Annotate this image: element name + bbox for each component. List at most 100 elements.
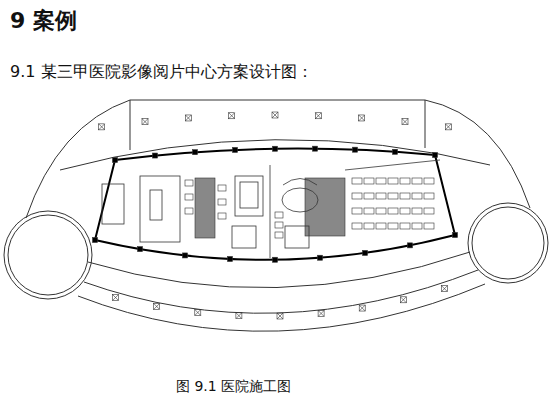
desk — [376, 193, 386, 199]
desk — [376, 208, 386, 214]
column — [93, 238, 98, 243]
subsection-heading: 9.1 某三甲医院影像阅片中心方案设计图： — [10, 62, 313, 83]
workstation — [185, 194, 193, 200]
light-fixture — [402, 119, 408, 125]
desk — [400, 178, 410, 184]
section-heading: 9 案例 — [10, 6, 77, 36]
column — [318, 255, 323, 260]
equipment-room — [305, 178, 345, 236]
desk — [388, 178, 398, 184]
column — [153, 153, 158, 158]
column — [408, 243, 413, 248]
workstation — [218, 199, 226, 205]
desk — [412, 208, 422, 214]
light-fixture — [400, 297, 406, 303]
right-round-wing — [468, 203, 548, 283]
desk — [376, 223, 386, 229]
workstation — [185, 208, 193, 214]
conference-chairs — [283, 179, 317, 186]
light-fixture — [236, 313, 242, 319]
light-fixture — [445, 124, 451, 130]
column — [433, 153, 438, 158]
desk — [400, 208, 410, 214]
desk — [388, 193, 398, 199]
core-building — [95, 149, 455, 260]
light-fixture — [441, 286, 447, 292]
right-round-wing-inner — [472, 207, 544, 279]
desk — [424, 208, 434, 214]
light-fixture — [272, 112, 278, 118]
column — [353, 147, 358, 152]
stair-room — [195, 178, 215, 238]
workstation — [275, 222, 283, 228]
desk — [388, 223, 398, 229]
workstation — [275, 232, 283, 238]
light-fixture — [277, 313, 283, 319]
top-wall-line — [425, 100, 426, 148]
desk — [352, 208, 362, 214]
light-fixture — [229, 113, 235, 119]
desk — [412, 193, 422, 199]
cabinet — [150, 190, 162, 220]
bottom-corridor-line — [84, 270, 478, 313]
column — [453, 233, 458, 238]
desk — [352, 223, 362, 229]
workstation — [218, 185, 226, 191]
desk — [364, 178, 374, 184]
desk — [388, 208, 398, 214]
light-fixture — [359, 305, 365, 311]
light-fixture — [154, 303, 160, 309]
light-fixture — [359, 115, 365, 121]
outer-bottom-wall — [78, 284, 485, 331]
column — [363, 250, 368, 255]
workstation — [218, 213, 226, 219]
elevator-hall — [235, 176, 263, 216]
desk — [364, 193, 374, 199]
figure-caption: 图 9.1 医院施工图 — [176, 378, 291, 396]
top-wall-line — [130, 100, 131, 150]
column — [393, 149, 398, 154]
column — [273, 146, 278, 151]
desk — [424, 193, 434, 199]
office-room — [140, 176, 180, 242]
column — [138, 247, 143, 252]
desk — [400, 193, 410, 199]
desk — [364, 223, 374, 229]
workstation — [185, 180, 193, 186]
partition-wall — [270, 165, 271, 258]
light-fixture — [99, 124, 105, 130]
desk — [412, 178, 422, 184]
column — [233, 147, 238, 152]
column — [183, 253, 188, 258]
workstation — [275, 212, 283, 218]
light-fixture — [142, 119, 148, 125]
elevator — [285, 226, 309, 248]
column — [273, 257, 278, 262]
desk — [352, 193, 362, 199]
light-fixture — [318, 310, 324, 316]
light-fixture — [195, 309, 201, 315]
left-round-wing — [4, 211, 92, 299]
column — [228, 256, 233, 261]
desk — [364, 208, 374, 214]
desk — [376, 178, 386, 184]
column — [113, 158, 118, 163]
stair-core — [240, 182, 258, 208]
column — [313, 146, 318, 151]
light-fixture — [113, 295, 119, 301]
light-fixture — [315, 113, 321, 119]
desk — [424, 178, 434, 184]
desk — [412, 223, 422, 229]
bottom-corridor-line — [88, 252, 470, 288]
left-round-wing-inner — [8, 215, 88, 295]
outer-top-wall — [26, 100, 530, 218]
conference-table — [282, 188, 318, 212]
desk — [352, 178, 362, 184]
desk — [400, 223, 410, 229]
office-room — [102, 184, 124, 224]
desk — [424, 223, 434, 229]
column — [193, 150, 198, 155]
light-fixture — [185, 115, 191, 121]
elevator — [232, 226, 256, 248]
